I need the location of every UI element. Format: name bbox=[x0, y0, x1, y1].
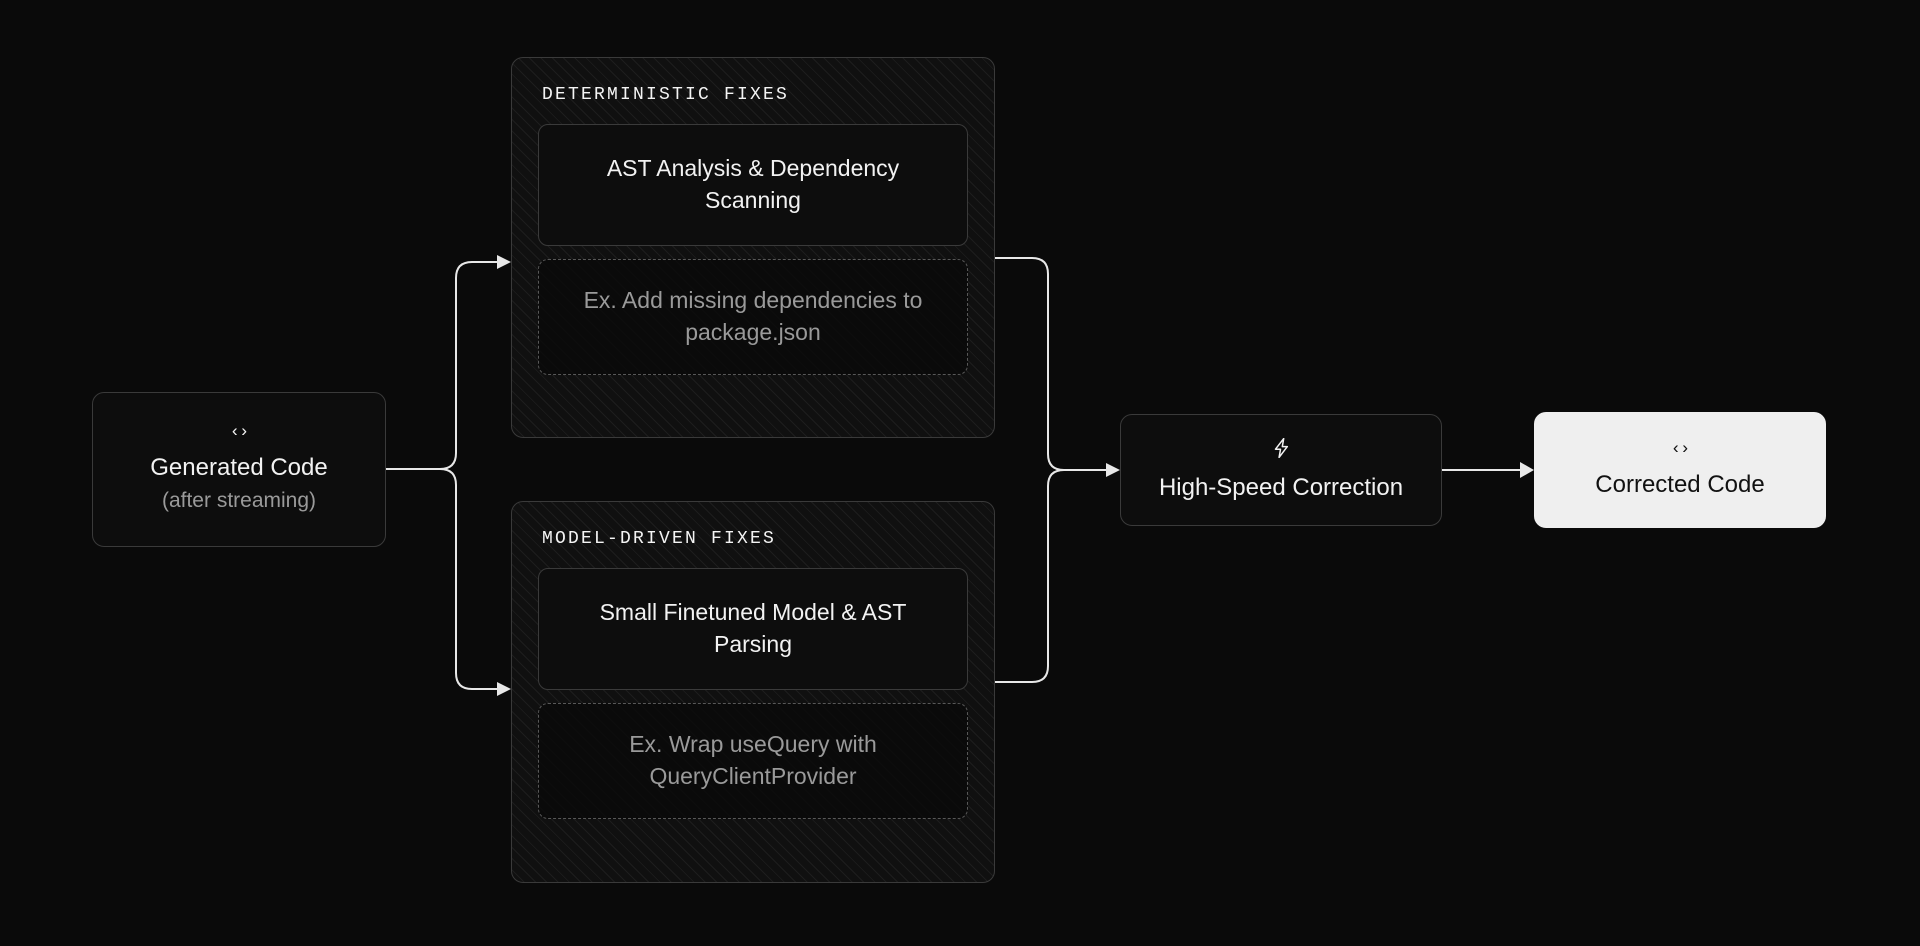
node-corrected-code[interactable]: ‹› Corrected Code bbox=[1534, 412, 1826, 528]
panel-model-driven-label: MODEL-DRIVEN FIXES bbox=[542, 529, 777, 549]
edge-generated-to-deterministic bbox=[385, 261, 498, 470]
panel-deterministic-process-card[interactable]: AST Analysis & Dependency Scanning bbox=[538, 124, 968, 246]
node-corrected-code-title: Corrected Code bbox=[1595, 470, 1765, 498]
panel-model-driven-example-card: Ex. Wrap useQuery with QueryClientProvid… bbox=[538, 703, 968, 819]
panel-deterministic-fixes: DETERMINISTIC FIXES AST Analysis & Depen… bbox=[511, 57, 995, 438]
edge-deterministic-to-highspeed bbox=[994, 257, 1107, 471]
node-high-speed-correction[interactable]: High-Speed Correction bbox=[1120, 414, 1442, 526]
node-generated-code-title: Generated Code bbox=[150, 454, 328, 482]
lightning-bolt-icon bbox=[1274, 437, 1289, 463]
arrowhead-model bbox=[497, 682, 511, 696]
panel-model-driven-fixes: MODEL-DRIVEN FIXES Small Finetuned Model… bbox=[511, 501, 995, 883]
node-high-speed-correction-title: High-Speed Correction bbox=[1158, 473, 1404, 501]
panel-model-driven-process-card[interactable]: Small Finetuned Model & AST Parsing bbox=[538, 568, 968, 690]
panel-deterministic-example-card: Ex. Add missing dependencies to package.… bbox=[538, 259, 968, 375]
code-brackets-icon: ‹› bbox=[1670, 439, 1690, 459]
arrowhead-deterministic bbox=[497, 255, 511, 269]
node-generated-code[interactable]: ‹› Generated Code (after streaming) bbox=[92, 392, 386, 547]
panel-deterministic-label: DETERMINISTIC FIXES bbox=[542, 85, 790, 105]
edge-model-to-highspeed bbox=[994, 469, 1107, 683]
arrowhead-corrected bbox=[1520, 462, 1534, 478]
code-brackets-icon: ‹› bbox=[229, 423, 249, 443]
node-generated-code-subtitle: (after streaming) bbox=[161, 489, 317, 513]
edge-generated-to-model bbox=[385, 468, 498, 690]
arrowhead-highspeed bbox=[1106, 463, 1120, 477]
